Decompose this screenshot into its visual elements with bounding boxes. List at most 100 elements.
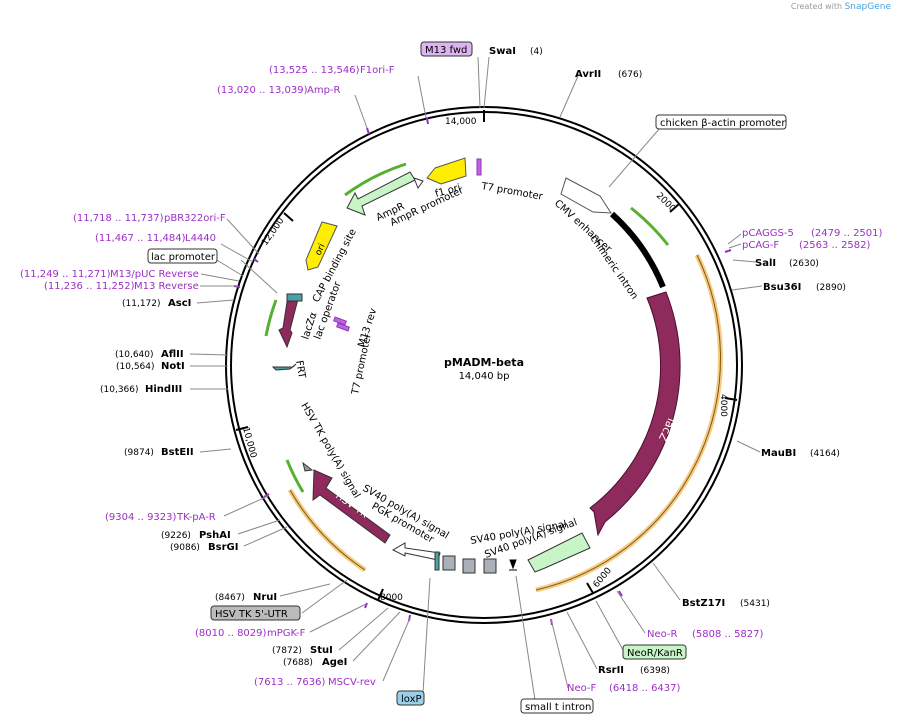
primer-neor-range: (5808 .. 5827) xyxy=(692,629,764,640)
sv40-polya-box-1 xyxy=(442,555,456,571)
lac-promoter-box xyxy=(147,248,218,264)
enzyme-bsu36i[interactable]: Bsu36I xyxy=(763,282,801,293)
primer-neor-name: Neo-R xyxy=(647,629,678,640)
enzyme-stui-pos: (7872) xyxy=(272,646,302,656)
enzyme-sali[interactable]: SalI xyxy=(755,258,776,269)
primer-tick-pcag xyxy=(724,249,732,253)
tick-4000 xyxy=(724,397,738,401)
tick-label-2000: 2000 xyxy=(654,191,677,214)
plasmid-name: pMADM-beta xyxy=(444,356,524,369)
t7-inner-marker xyxy=(336,322,350,332)
enzyme-agei[interactable]: AgeI xyxy=(322,657,347,668)
chimeric-intron-bar[interactable] xyxy=(609,211,666,289)
credit-prefix: Created with xyxy=(790,2,843,11)
enzyme-asci[interactable]: AscI xyxy=(168,298,191,309)
primer-l4440-name: L4440 xyxy=(185,233,216,244)
lac-promoter-label: lac promoter xyxy=(151,252,216,263)
enzyme-bsrgi[interactable]: BsrGI xyxy=(208,542,238,553)
enzyme-bsu36i-pos: (2890) xyxy=(816,283,846,293)
enzyme-avrii[interactable]: AvrII xyxy=(575,69,601,80)
tick-label-14000: 14,000 xyxy=(445,117,477,127)
primer-mpgk-name: mPGK-F xyxy=(267,628,306,639)
frt-label: FRT xyxy=(293,360,307,381)
enzyme-pshai-pos: (9226) xyxy=(161,531,191,541)
neor-kanr-label: NeoR/KanR xyxy=(627,648,683,659)
chicken-actin-promoter-box xyxy=(655,114,787,130)
primer-tkpa-range: (9304 .. 9323) xyxy=(105,512,177,523)
chicken-actin-promoter-label: chicken β-actin promoter xyxy=(660,118,786,129)
enzyme-sali-pos: (2630) xyxy=(789,259,819,269)
orange-arc-right xyxy=(535,253,723,593)
primer-mscv-name: MSCV-rev xyxy=(328,677,376,688)
enzyme-bsteii[interactable]: BstEII xyxy=(161,447,194,458)
lacz-arrow[interactable] xyxy=(589,291,681,537)
primer-f1ori-range: (13,525 .. 13,546) xyxy=(269,65,360,76)
frt-marker[interactable] xyxy=(271,363,297,371)
enzyme-pshai[interactable]: PshAI xyxy=(199,530,231,541)
primer-f1ori-name: F1ori-F xyxy=(360,65,395,76)
primer-pbr-name: pBR322ori-F xyxy=(164,213,226,224)
primer-m13puc-range: (11,249 .. 11,271) xyxy=(20,269,111,280)
enzyme-aflii-pos: (10,640) xyxy=(115,350,154,360)
enzyme-noti[interactable]: NotI xyxy=(161,361,185,372)
enzyme-hindiii[interactable]: HindIII xyxy=(145,384,182,395)
f1-ori-arrow[interactable] xyxy=(426,157,467,185)
ampr-promoter-arrow[interactable] xyxy=(413,177,424,190)
m13-rev-marker xyxy=(333,316,347,326)
tick-label-4000: 4000 xyxy=(718,394,728,417)
enzyme-stui[interactable]: StuI xyxy=(310,645,333,656)
green-arrow-tk xyxy=(285,459,305,493)
hsv-tk-polya-label: HSV TK poly(A) signal xyxy=(298,401,362,500)
tick-label-12000: 12,000 xyxy=(260,216,286,248)
enzyme-bstz17i-pos: (5431) xyxy=(740,599,770,609)
neo-arrow[interactable] xyxy=(527,532,591,573)
tick-marks xyxy=(235,110,738,601)
primer-pcaggs-name: pCAGGS-5 xyxy=(742,228,794,239)
cmv-enhancer-arrow[interactable] xyxy=(560,177,612,214)
primer-pcag-range: (2563 .. 2582) xyxy=(799,240,871,251)
primer-tick-pbr xyxy=(253,258,259,263)
tick-6000 xyxy=(586,582,594,594)
loxp-label: loxP xyxy=(401,694,422,705)
hsv-tk-5utr-label: HSV TK 5'-UTR xyxy=(215,609,288,620)
tick-8000 xyxy=(377,588,384,601)
tick-label-8000: 8000 xyxy=(380,593,403,603)
enzyme-nrui[interactable]: NruI xyxy=(253,592,277,603)
enzyme-swai-pos: (4) xyxy=(530,47,543,57)
enzyme-hindiii-pos: (10,366) xyxy=(100,385,139,395)
loxp-marker xyxy=(434,551,440,571)
chimeric-intron-label: chimeric intron xyxy=(588,233,640,301)
enzyme-aflii[interactable]: AflII xyxy=(161,349,184,360)
enzyme-swai[interactable]: SwaI xyxy=(489,46,516,57)
primer-ampr-range: (13,020 .. 13,039) xyxy=(217,85,308,96)
primer-tick-tk xyxy=(263,493,270,498)
enzyme-bstz17i[interactable]: BstZ17I xyxy=(682,598,725,609)
sv40-polya-box-3 xyxy=(483,558,497,574)
ori-arrow[interactable] xyxy=(305,221,338,271)
neor-kanr-box xyxy=(622,644,687,660)
orange-arc-right-line xyxy=(535,254,721,591)
primer-m13rev-range: (11,236 .. 11,252) xyxy=(44,281,135,292)
enzyme-asci-pos: (11,172) xyxy=(122,299,161,309)
primer-tick-neor xyxy=(618,590,623,597)
t7-top-marker xyxy=(476,158,482,176)
small-t-intron-box xyxy=(520,698,594,714)
tick-10000 xyxy=(235,426,249,431)
enzyme-rsrii[interactable]: RsrII xyxy=(598,665,624,676)
hsv-tk-5utr-box xyxy=(210,605,301,621)
lacz-alpha-arrow[interactable] xyxy=(278,298,299,349)
t7-promoter-top-label: T7 promoter xyxy=(479,181,544,203)
green-arrow-ampr xyxy=(344,162,407,197)
small-t-intron-marker xyxy=(509,559,517,571)
leader-lines xyxy=(189,56,763,701)
enzyme-bsteii-pos: (9874) xyxy=(124,448,154,458)
hsv-tk-arrow[interactable] xyxy=(312,469,391,544)
enzyme-maubi[interactable]: MauBI xyxy=(761,448,796,459)
m13-fwd-label: M13 fwd xyxy=(425,45,467,56)
plasmid-length: 14,040 bp xyxy=(459,371,510,382)
primer-l4440-range: (11,467 .. 11,484) xyxy=(95,233,186,244)
pgk-promoter-arrow[interactable] xyxy=(391,542,441,561)
ampr-arrow[interactable] xyxy=(346,171,416,216)
enzyme-maubi-pos: (4164) xyxy=(810,449,840,459)
